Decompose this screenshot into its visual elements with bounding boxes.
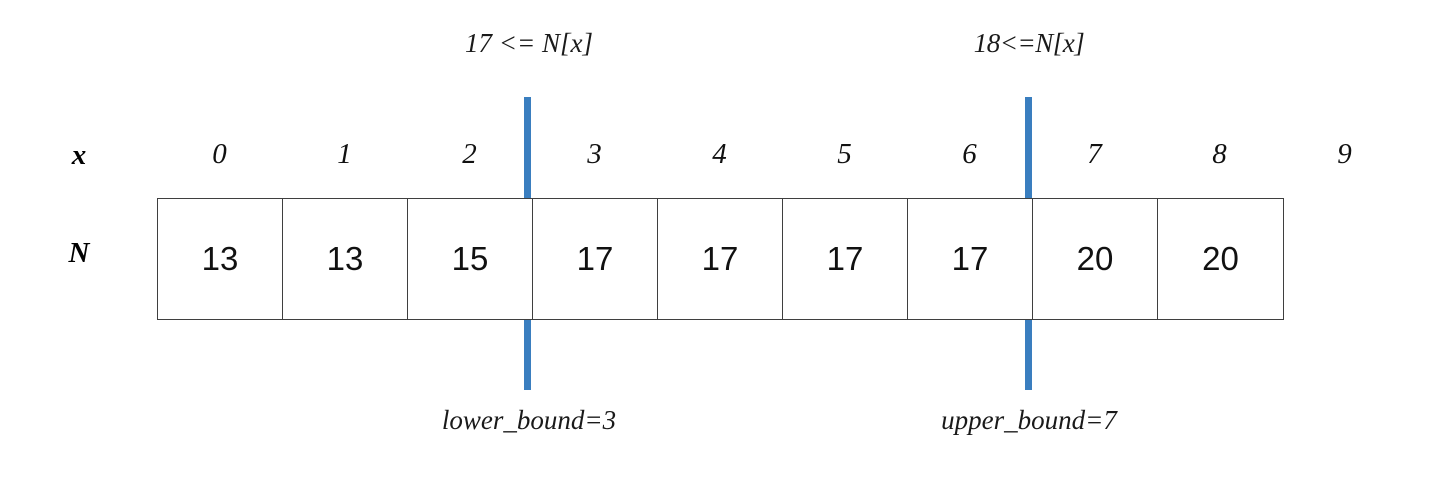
array-cell: 17	[783, 199, 908, 319]
lower-bound-caption: lower_bound=3	[441, 405, 617, 435]
index-label-4: 4	[712, 138, 727, 170]
index-label-8: 8	[1212, 138, 1227, 170]
array-cell: 17	[908, 199, 1033, 319]
array-cell: 20	[1033, 199, 1158, 319]
index-label-7: 7	[1087, 138, 1102, 170]
index-row: 0 1 2 3 4 5 6 7 8 9	[157, 138, 1407, 180]
array-cell: 13	[283, 199, 408, 319]
index-label-1: 1	[337, 138, 352, 170]
array-cell: 17	[658, 199, 783, 319]
array-cell: 15	[408, 199, 533, 319]
index-label-6: 6	[962, 138, 977, 170]
array-cell: 20	[1202, 240, 1239, 277]
index-label-2: 2	[462, 138, 477, 170]
index-row-label: x	[71, 139, 87, 171]
array-row-label: N	[68, 237, 90, 269]
index-label-3: 3	[587, 138, 602, 170]
index-label-9: 9	[1337, 138, 1352, 170]
array-cell: 13	[158, 199, 283, 319]
index-label-5: 5	[837, 138, 852, 170]
index-label-0: 0	[212, 138, 227, 170]
array-cell: 17	[533, 199, 658, 319]
upper-condition-label: 18<=N[x]	[973, 28, 1085, 58]
upper-bound-caption: upper_bound=7	[941, 405, 1117, 435]
lower-condition-label: 17 <= N[x]	[465, 28, 593, 58]
